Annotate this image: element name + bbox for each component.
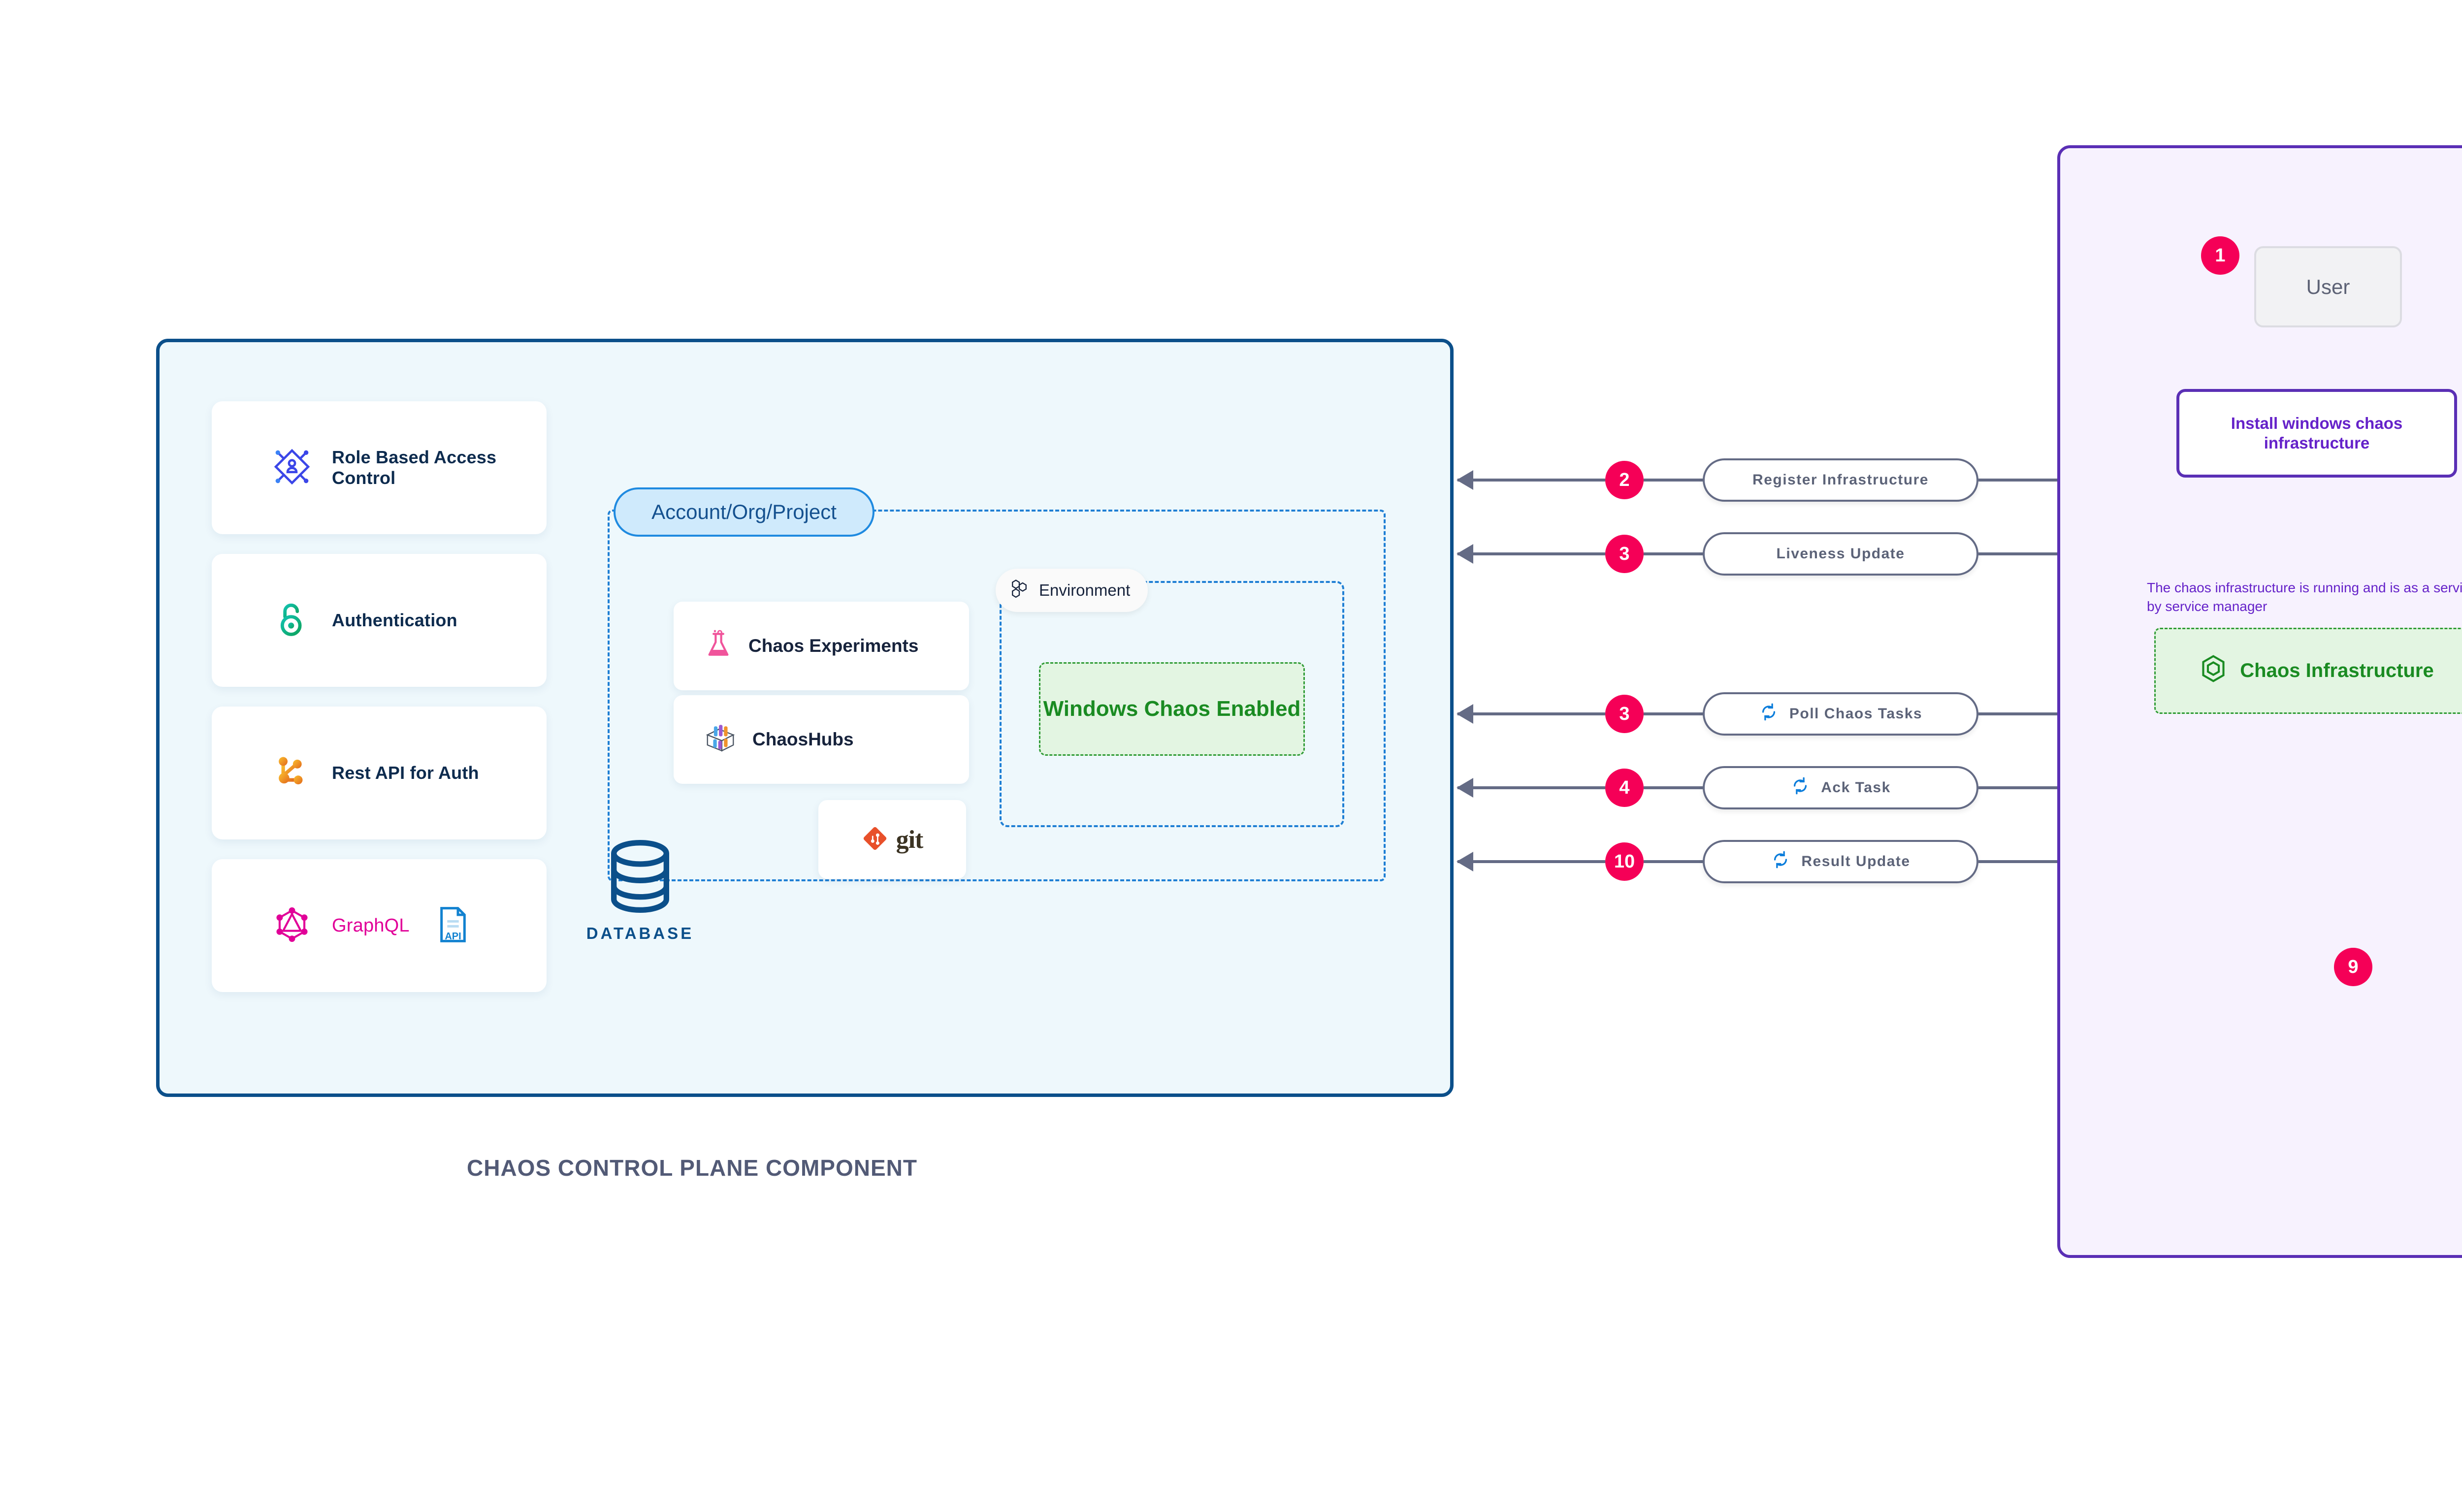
graphql-icon xyxy=(271,903,313,948)
pill-register-infrastructure[interactable]: Register Infrastructure xyxy=(1703,458,1978,502)
account-org-project-container xyxy=(608,510,1386,881)
git-icon xyxy=(862,825,888,854)
inner-card-label: ChaosHubs xyxy=(752,729,854,749)
connector-row-liveness-update: 3 Liveness Update xyxy=(1457,532,2161,576)
sync-icon xyxy=(1771,850,1790,873)
feature-label: Role Based Access Control xyxy=(332,447,497,488)
feature-card-rbac[interactable]: Role Based Access Control xyxy=(212,401,547,534)
control-plane-caption: CHAOS CONTROL PLANE COMPONENT xyxy=(467,1155,917,1181)
chaos-infrastructure-node: Chaos Infrastructure xyxy=(2154,628,2462,714)
connector-row-poll-chaos-tasks: 3 Poll Chaos Tasks xyxy=(1457,692,2161,736)
connector-segment xyxy=(1644,552,1703,555)
arrow-left xyxy=(1457,470,1605,490)
pill-ack-task[interactable]: Ack Task xyxy=(1703,766,1978,809)
arrow-left xyxy=(1457,704,1605,724)
database-group: DATABASE xyxy=(576,837,704,943)
environment-label: Environment xyxy=(1039,581,1131,599)
pill-label: Poll Chaos Tasks xyxy=(1789,706,1923,722)
feature-label: GraphQL xyxy=(332,915,410,936)
inner-card-label: Chaos Experiments xyxy=(748,636,919,656)
step-badge-user: 1 xyxy=(2201,236,2239,275)
arrow-left xyxy=(1457,852,1605,871)
step-badge-fault: 9 xyxy=(2334,948,2372,986)
connector-segment xyxy=(1644,860,1703,863)
database-label: DATABASE xyxy=(586,924,694,942)
hexagon-icon xyxy=(2200,654,2227,688)
step-badge: 3 xyxy=(1605,695,1644,733)
connector-segment xyxy=(1644,712,1703,715)
flask-icon xyxy=(703,630,734,663)
sync-icon xyxy=(1759,702,1779,726)
feature-card-graphql[interactable]: GraphQL API xyxy=(212,859,547,992)
feature-card-authentication[interactable]: Authentication xyxy=(212,554,547,687)
pill-result-update[interactable]: Result Update xyxy=(1703,840,1978,883)
arrow-left xyxy=(1457,544,1605,564)
step-badge: 3 xyxy=(1605,535,1644,573)
note-infra-running: The chaos infrastructure is running and … xyxy=(2147,580,2462,614)
card-chaoshubs[interactable]: ChaosHubs xyxy=(674,695,969,784)
step-badge: 4 xyxy=(1605,769,1644,807)
unlock-icon xyxy=(271,598,313,643)
connector-segment xyxy=(1644,479,1703,482)
database-icon xyxy=(603,840,677,918)
connector-row-ack-task: 4 Ack Task xyxy=(1457,766,2161,810)
pill-label: Register Infrastructure xyxy=(1752,472,1929,488)
api-document-icon: API xyxy=(435,905,471,947)
hexagons-icon xyxy=(1008,578,1030,603)
pill-liveness-update[interactable]: Liveness Update xyxy=(1703,532,1978,576)
card-chaos-experiments[interactable]: Chaos Experiments xyxy=(674,602,969,690)
git-label: git xyxy=(896,825,924,854)
feature-label: Rest API for Auth xyxy=(332,763,479,783)
card-git[interactable]: git xyxy=(818,800,966,879)
install-windows-chaos-infrastructure-node: Install windows chaos infrastructure xyxy=(2176,389,2457,478)
account-org-project-chip[interactable]: Account/Org/Project xyxy=(614,487,875,537)
environment-chip[interactable]: Environment xyxy=(996,569,1148,612)
test-tube-rack-icon xyxy=(703,723,738,756)
pill-label: Result Update xyxy=(1801,853,1911,869)
sync-icon xyxy=(1790,776,1810,800)
connector-row-register-infrastructure: 2 Register Infrastructure xyxy=(1457,458,2161,502)
feature-card-rest-api[interactable]: Rest API for Auth xyxy=(212,707,547,839)
svg-text:API: API xyxy=(445,931,461,942)
arrow-left xyxy=(1457,778,1605,798)
feature-label: Authentication xyxy=(332,610,457,630)
user-node: User xyxy=(2254,246,2402,327)
connector-segment xyxy=(1644,786,1703,789)
rbac-icon xyxy=(271,446,313,490)
connector-row-result-update: 10 Result Update xyxy=(1457,839,2161,884)
environment-container xyxy=(1000,581,1344,827)
pill-poll-chaos-tasks[interactable]: Poll Chaos Tasks xyxy=(1703,692,1978,736)
windows-chaos-enabled-status: Windows Chaos Enabled xyxy=(1039,662,1305,756)
rest-api-icon xyxy=(271,751,313,796)
step-badge: 10 xyxy=(1605,842,1644,881)
step-badge: 2 xyxy=(1605,461,1644,499)
pill-label: Ack Task xyxy=(1821,779,1891,796)
chaos-infrastructure-label: Chaos Infrastructure xyxy=(2240,660,2434,681)
pill-label: Liveness Update xyxy=(1776,546,1905,562)
